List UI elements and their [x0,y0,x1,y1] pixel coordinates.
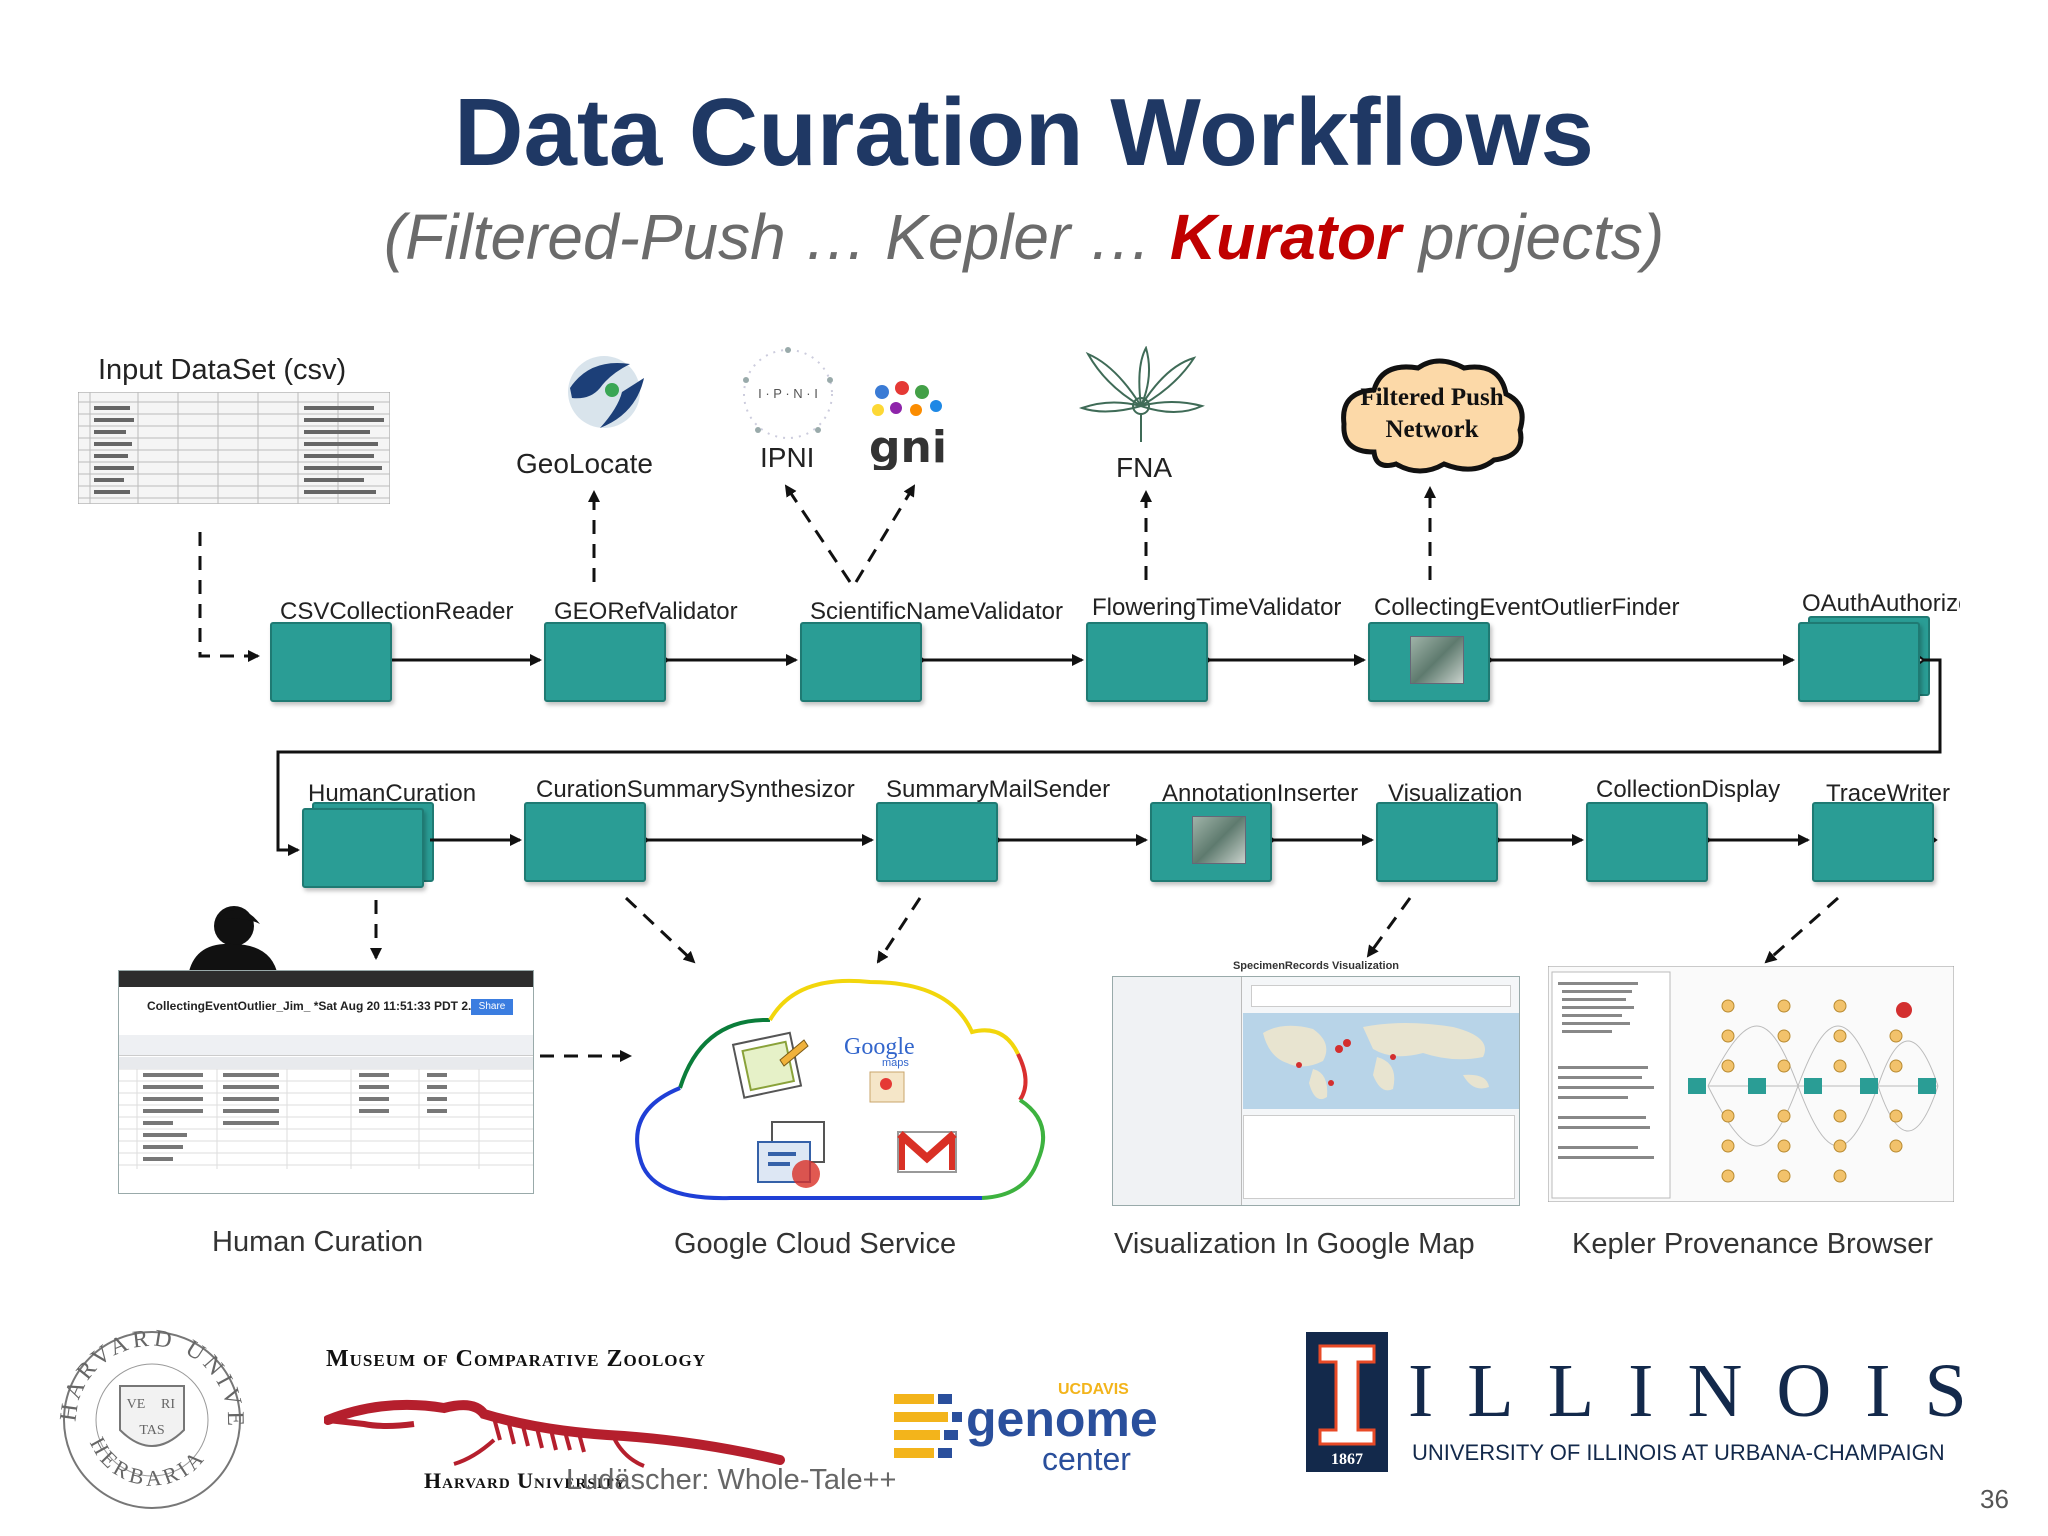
actor-label-humancuration: HumanCuration [308,780,477,807]
dashed-mail-cloud [876,897,922,964]
ucdavis-text: UCDAVIS [1058,1381,1129,1398]
human-silhouette-icon [188,906,278,976]
ucdavis-genome-center-logo: UCDAVIS genome center [894,1381,1158,1477]
share-button[interactable]: Share [471,999,513,1015]
spreadsheet-screenshot: CollectingEventOutlier_Jim_ *Sat Aug 20 … [118,970,534,1194]
link-wrap-row2 [276,658,1942,856]
center-text: center [1042,1441,1131,1477]
geolocate-globe-icon [568,356,644,428]
illinois-subtitle: UNIVERSITY OF ILLINOIS AT URBANA-CHAMPAI… [1412,1440,1945,1465]
mcz-skeleton-logo [324,1399,785,1468]
caption-human-curation: Human Curation [212,1226,424,1258]
mcz-title: Museum of Comparative Zoology [326,1346,707,1372]
actor-visualization[interactable] [1376,802,1498,882]
actor-georefvalidator[interactable] [544,622,666,702]
actor-label-georefvalidator: GEORefValidator [554,598,738,625]
ipni-label: IPNI [760,442,815,473]
actor-label-curationsummarysynthesizor: CurationSummarySynthesizor [536,776,855,803]
ipni-logo-text: I · P · N · I [758,386,818,401]
actor-summarymailsender[interactable] [876,802,998,882]
harvard-herbaria-seal-logo: HARVARD UNIVERSITY HERBARIA VE RI TAS [54,1322,244,1509]
input-dataset-label: Input DataSet (csv) [98,354,347,386]
page-number: 36 [1980,1484,2009,1514]
genome-text: genome [966,1391,1158,1447]
actor-label-scientificnamevalidator: ScientificNameValidator [810,598,1063,625]
map-shot-title: SpecimenRecords Visualization [1232,960,1400,972]
map-results-table [1251,985,1511,1007]
actor-scientificnamevalidator[interactable] [800,622,922,702]
actor-label-floweringtimevalidator: FloweringTimeValidator [1092,594,1342,621]
provenance-browser-screenshot [1548,966,1954,1202]
filtered-push-line1: Filtered Push [1360,384,1504,411]
illinois-wordmark: ILLINOIS [1408,1349,2001,1433]
fna-flower-icon [1078,346,1205,442]
actor-composite-photo-icon [1410,636,1464,684]
dashed-summary-cloud [624,896,696,964]
ipni-logo-icon: I · P · N · I [743,347,833,439]
gmail-icon [897,1131,957,1173]
actor-floweringtimevalidator[interactable] [1086,622,1208,702]
caption-provenance: Kepler Provenance Browser [1572,1228,1934,1260]
caption-visualization: Visualization In Google Map [1114,1228,1475,1260]
actor-tracewriter[interactable] [1812,802,1934,882]
fna-label: FNA [1116,452,1172,483]
mcz-subtitle: Harvard University [424,1468,627,1493]
google-maps-sub: maps [882,1057,909,1069]
actor-label-summarymailsender: SummaryMailSender [886,776,1111,803]
actor-collectiondisplay[interactable] [1586,802,1708,882]
seal-tas: TAS [139,1423,164,1438]
illinois-block-i-logo: 1867 [1306,1332,1388,1472]
filtered-push-network-label: Filtered Push Network [1334,382,1530,446]
actor-collectingeventoutlierfinder[interactable] [1368,622,1490,702]
filtered-push-cloud-icon [1341,358,1525,474]
actor-label-collectiondisplay: CollectionDisplay [1596,776,1781,803]
map-records-table [1243,1115,1515,1199]
dashed-vis-map [1366,897,1412,958]
google-presentation-icon [757,1121,825,1188]
spreadsheet-toolbar [119,1035,533,1056]
google-maps-wordmark: Google [844,1034,915,1060]
google-cloud-shape [635,978,1046,1201]
seal-ri: RI [161,1397,175,1412]
subtitle-kurator: Kurator [1169,201,1401,273]
slide-title: Data Curation Workflows [454,79,1594,186]
subtitle-open: (Filtered-Push … Kepler … [383,201,1170,273]
gni-text: gni [869,422,947,470]
geolocate-label: GeoLocate [516,448,653,479]
dashed-sciname-gni [854,484,916,583]
actor-oauthauthorizer[interactable] [1798,616,1930,702]
google-maps-icon: Google maps [844,1034,915,1103]
input-dataset-thumbnail [78,392,390,504]
illinois-year: 1867 [1331,1451,1363,1468]
map-visualization-screenshot [1112,976,1520,1206]
dashed-trace-provenance [1764,896,1839,964]
filtered-push-line2: Network [1385,416,1479,443]
map-sidebar [1113,977,1242,1205]
caption-google-cloud: Google Cloud Service [674,1228,957,1260]
google-bar [119,971,533,987]
footer-text: Ludäscher: Whole-Tale++ [566,1464,897,1496]
dashed-input-to-reader [198,532,260,662]
dashed-sciname-ipni [784,484,852,583]
slide-subtitle: (Filtered-Push … Kepler … Kurator projec… [0,200,2048,274]
spreadsheet-doc-title: CollectingEventOutlier_Jim_ *Sat Aug 20 … [147,999,479,1013]
subtitle-close: projects) [1400,201,1665,273]
actor-label-oauthauthorizer: OAuthAuthorizo [1802,590,1960,617]
gni-logo-icon: gni [869,381,947,470]
actor-humancuration[interactable] [302,802,434,888]
spreadsheet-grid [119,1057,533,1169]
google-spreadsheet-icon [731,1031,809,1099]
seal-ve: VE [127,1397,146,1412]
actor-label-collectingeventoutlierfinder: CollectingEventOutlierFinder [1374,594,1680,621]
world-map [1243,1013,1519,1109]
actor-label-csvcollectionreader: CSVCollectionReader [280,598,514,625]
actor-annotationinserter[interactable] [1150,802,1272,882]
actor-csvcollectionreader[interactable] [270,622,392,702]
actor-curationsummarysynthesizor[interactable] [524,802,646,882]
actor-composite-photo-icon [1192,816,1246,864]
